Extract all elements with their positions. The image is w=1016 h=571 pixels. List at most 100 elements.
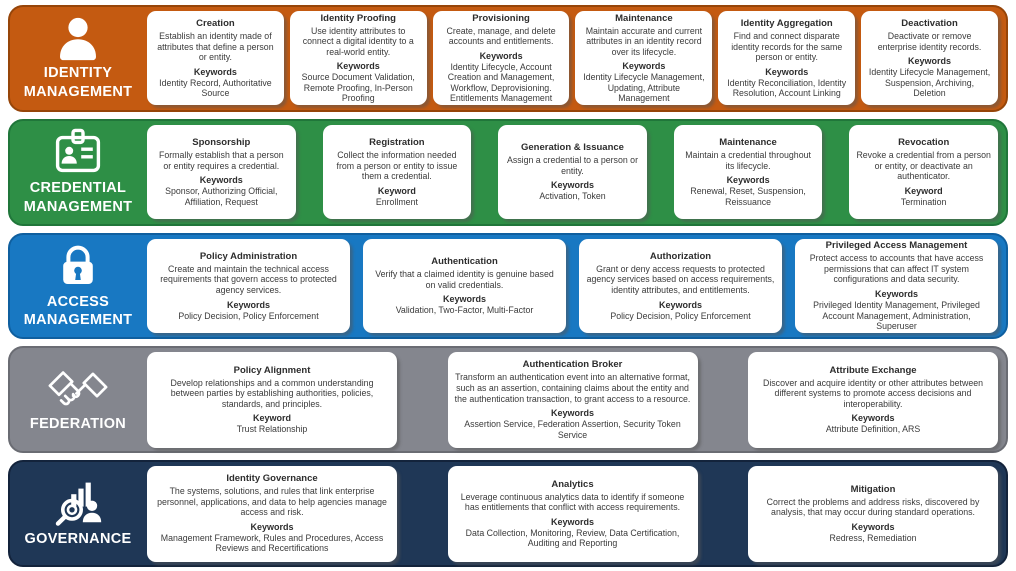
- keywords-list: Source Document Validation, Remote Proof…: [301, 72, 415, 104]
- keywords-list: Identity Reconciliation, Identity Resolu…: [727, 77, 847, 99]
- service-description: Grant or deny access requests to protect…: [586, 263, 775, 295]
- keywords-label: Keyword: [904, 185, 943, 196]
- keywords-list: Sponsor, Authorizing Official, Affiliati…: [165, 186, 278, 207]
- keywords-label: Keywords: [226, 299, 270, 310]
- keywords-label: Keywords: [336, 61, 380, 72]
- service-description: Use identity attributes to connect a dig…: [302, 25, 414, 57]
- keywords-list: Enrollment: [375, 196, 418, 207]
- keywords-label: Keywords: [442, 294, 486, 305]
- keywords-list: Termination: [900, 196, 947, 207]
- service-description: Maintain accurate and current attributes…: [585, 25, 703, 57]
- service-title: Revocation: [898, 137, 950, 149]
- service-card-analytics: Analytics Leverage continuous analytics …: [447, 465, 698, 562]
- service-title: Analytics: [551, 478, 594, 490]
- service-title: Sponsorship: [192, 137, 251, 149]
- service-card-authentication-broker: Authentication Broker Transform an authe…: [447, 351, 698, 448]
- service-description: Find and connect disparate identity reco…: [731, 31, 843, 63]
- band-title: GOVERNANCE: [24, 530, 132, 547]
- band-federation: FEDERATION Policy Alignment Develop rela…: [8, 346, 1008, 454]
- service-title: Attribute Exchange: [829, 364, 917, 376]
- keywords-label: Keywords: [726, 175, 770, 186]
- keywords-label: Keywords: [479, 50, 523, 61]
- card-row: Creation Establish an identity made of a…: [146, 7, 999, 110]
- service-description: Protect access to accounts that have acc…: [809, 253, 984, 285]
- service-title: Identity Proofing: [320, 12, 396, 24]
- service-card-deactivation: Deactivation Deactivate or remove enterp…: [861, 11, 998, 106]
- service-description: Discover and acquire identity or other a…: [762, 377, 984, 409]
- service-title: Policy Administration: [199, 250, 298, 262]
- service-title: Deactivation: [901, 18, 958, 30]
- keywords-label: Keywords: [550, 516, 594, 527]
- keywords-label: Keywords: [908, 56, 952, 67]
- band-label-identity-management: IDENTITY MANAGEMENT: [10, 15, 146, 101]
- service-card-policy-alignment: Policy Alignment Develop relationships a…: [147, 351, 397, 448]
- service-card-registration: Registration Collect the information nee…: [322, 125, 472, 220]
- keywords-label: Keywords: [250, 521, 294, 532]
- band-identity-management: IDENTITY MANAGEMENT Creation Establish a…: [8, 5, 1008, 112]
- card-row: Policy Administration Create and maintai…: [146, 235, 999, 338]
- service-description: Create and maintain the technical access…: [160, 263, 337, 295]
- service-description: Revoke a credential from a person or ent…: [856, 150, 991, 182]
- service-title: Authentication: [431, 256, 498, 268]
- service-description: Leverage continuous analytics data to id…: [460, 491, 685, 513]
- keywords-label: Keywords: [874, 288, 918, 299]
- service-title: Registration: [369, 137, 425, 149]
- service-card-policy-administration: Policy Administration Create and maintai…: [147, 238, 350, 333]
- service-description: Assign a credential to a person or entit…: [506, 155, 639, 176]
- service-card-identity-proofing: Identity Proofing Use identity attribute…: [289, 11, 427, 106]
- band-label-access-management: ACCESS MANAGEMENT: [10, 242, 146, 330]
- keywords-list: Data Collection, Monitoring, Review, Dat…: [465, 527, 680, 549]
- card-row: Sponsorship Formally establish that a pe…: [146, 121, 999, 224]
- service-card-generation-issuance: Generation & Issuance Assign a credentia…: [498, 125, 647, 220]
- keywords-list: Identity Record, Authoritative Source: [159, 77, 272, 99]
- service-description: Formally establish that a person or enti…: [158, 150, 284, 171]
- service-description: Transform an authentication event into a…: [454, 372, 691, 404]
- service-card-identity-maintenance: Maintenance Maintain accurate and curren…: [575, 11, 713, 106]
- service-title: Creation: [196, 18, 235, 30]
- keywords-list: Management Framework, Rules and Procedur…: [160, 532, 384, 554]
- keywords-list: Redress, Remediation: [829, 532, 917, 543]
- service-title: Provisioning: [472, 12, 530, 24]
- keywords-label: Keywords: [550, 180, 594, 191]
- keywords-label: Keywords: [550, 408, 594, 419]
- keywords-list: Renewal, Reset, Suspension, Reissuance: [690, 186, 806, 207]
- service-description: Establish an identity made of attributes…: [157, 31, 274, 63]
- service-title: Maintenance: [615, 12, 673, 24]
- service-card-authentication: Authentication Verify that a claimed ide…: [363, 238, 566, 333]
- service-description: Create, manage, and delete accounts and …: [446, 25, 556, 47]
- service-card-mitigation: Mitigation Correct the problems and addr…: [748, 465, 998, 562]
- band-title: IDENTITY MANAGEMENT: [23, 65, 133, 100]
- service-card-sponsorship: Sponsorship Formally establish that a pe…: [147, 125, 296, 220]
- band-access-management: ACCESS MANAGEMENT Policy Administration …: [8, 232, 1008, 340]
- analytics-magnifier-icon: [51, 479, 105, 527]
- band-label-credential-management: CREDENTIAL MANAGEMENT: [10, 128, 146, 216]
- keywords-list: Trust Relationship: [236, 424, 308, 435]
- band-title: FEDERATION: [29, 416, 127, 433]
- service-title: Generation & Issuance: [521, 142, 624, 154]
- id-badge-icon: [51, 128, 105, 176]
- service-title: Authorization: [649, 250, 712, 262]
- service-title: Mitigation: [850, 483, 896, 495]
- band-label-federation: FEDERATION: [10, 366, 146, 434]
- service-card-privileged-access-management: Privileged Access Management Protect acc…: [795, 238, 998, 333]
- keywords-list: Identity Lifecycle Management, Suspensio…: [868, 67, 991, 99]
- keywords-list: Policy Decision, Policy Enforcement: [178, 310, 319, 321]
- band-governance: GOVERNANCE Identity Governance The syste…: [8, 460, 1008, 567]
- service-title: Privileged Access Management: [825, 240, 968, 252]
- keywords-label: Keywords: [199, 175, 243, 186]
- service-card-credential-maintenance: Maintenance Maintain a credential throug…: [673, 125, 823, 220]
- service-description: Maintain a credential throughout its lif…: [685, 150, 811, 171]
- service-description: Correct the problems and address risks, …: [766, 496, 980, 518]
- keywords-list: Privileged Identity Management, Privileg…: [813, 299, 980, 332]
- keywords-label: Keywords: [193, 66, 237, 77]
- keywords-label: Keywords: [851, 521, 895, 532]
- handshake-icon: [47, 366, 109, 412]
- keywords-list: Activation, Token: [539, 191, 606, 202]
- keywords-label: Keyword: [377, 185, 416, 196]
- band-title: CREDENTIAL MANAGEMENT: [23, 180, 133, 215]
- service-title: Identity Governance: [226, 473, 318, 485]
- service-description: Collect the information needed from a pe…: [336, 150, 458, 182]
- keywords-label: Keywords: [765, 66, 809, 77]
- service-title: Authentication Broker: [522, 359, 623, 371]
